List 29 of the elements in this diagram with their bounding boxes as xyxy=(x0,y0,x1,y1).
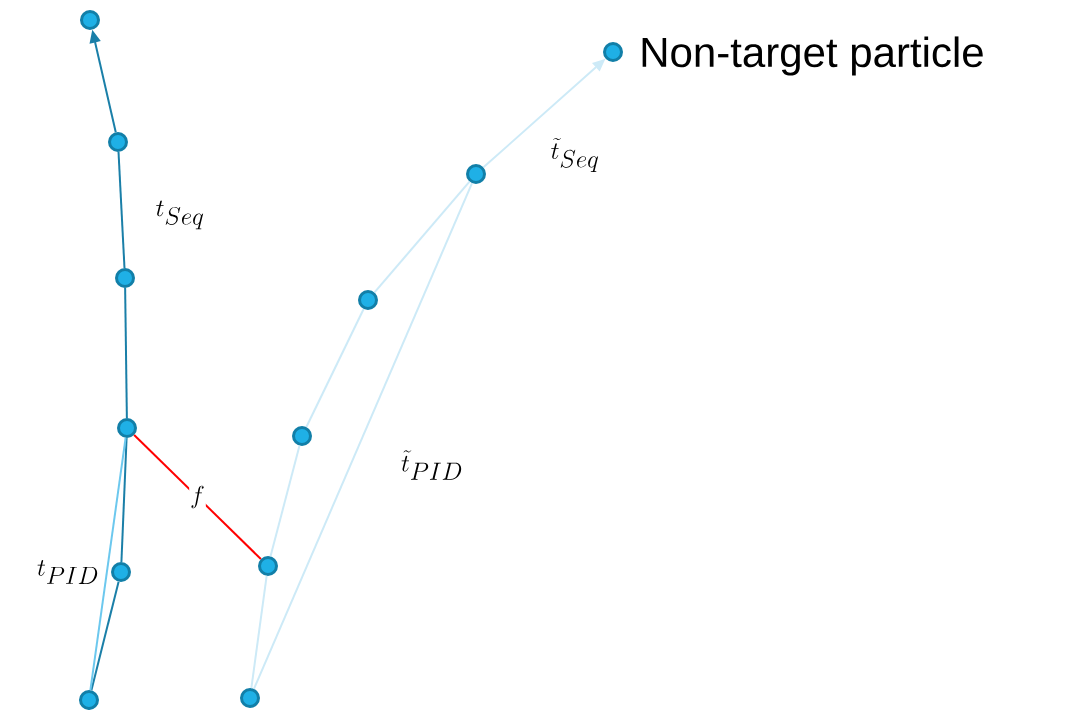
track-line xyxy=(124,287,128,419)
track-line xyxy=(89,436,127,692)
track-line xyxy=(305,308,365,428)
particle-dot xyxy=(603,42,623,62)
track-label: $\tilde{t}_{Seq}$ xyxy=(551,137,599,173)
particle-dot xyxy=(358,290,378,310)
track-line xyxy=(250,574,268,690)
particle-dot xyxy=(240,688,260,708)
track-line xyxy=(133,434,262,560)
track-line xyxy=(252,182,474,690)
track-line xyxy=(373,180,471,294)
track-line xyxy=(269,444,301,558)
track-line xyxy=(90,580,120,692)
particle-dot xyxy=(79,690,99,710)
particle-dot xyxy=(115,268,135,288)
track-label: $t_{Seq}$ xyxy=(156,200,204,230)
particle-dot xyxy=(111,562,131,582)
particle-dot xyxy=(466,164,486,184)
track-line xyxy=(120,437,128,563)
track-label: $t_{PID}$ xyxy=(37,559,98,584)
edge-label: $f$ xyxy=(189,484,206,510)
particle-dot xyxy=(117,418,137,438)
node-caption: Non-target particle xyxy=(642,36,983,76)
track-label: $\tilde{t}_{PID}$ xyxy=(401,450,462,480)
particle-dot xyxy=(80,10,100,30)
particle-dot xyxy=(292,426,312,446)
particle-dot xyxy=(258,556,278,576)
track-line xyxy=(117,151,126,269)
particle-dot xyxy=(108,132,128,152)
